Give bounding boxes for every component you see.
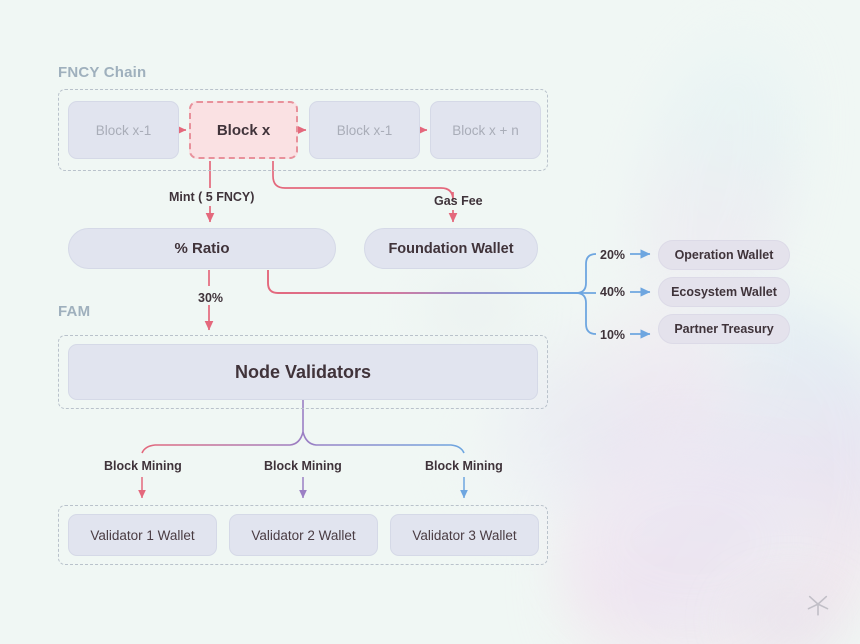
validator-1-wallet-node[interactable]: Validator 1 Wallet — [68, 514, 217, 556]
validator-2-wallet-node[interactable]: Validator 2 Wallet — [229, 514, 378, 556]
node-validators-node[interactable]: Node Validators — [68, 344, 538, 400]
fncy-chain-group — [58, 89, 548, 171]
validator-3-wallet-node[interactable]: Validator 3 Wallet — [390, 514, 539, 556]
foundation-wallet-node[interactable]: Foundation Wallet — [364, 228, 538, 269]
fam-group — [58, 335, 548, 409]
edge-caption-block-mining-2: Block Mining — [264, 459, 342, 473]
distribution-percent-ecosystem: 40% — [600, 285, 626, 299]
asterisk-logo-icon — [807, 595, 829, 616]
distribution-percent-operation: 20% — [600, 248, 626, 262]
block-node-previous[interactable]: Block x-1 — [68, 101, 179, 159]
edge-caption-gas-fee: Gas Fee — [434, 194, 483, 208]
block-node-current[interactable]: Block x — [189, 101, 298, 159]
distribution-percent-partner: 10% — [600, 328, 626, 342]
ecosystem-wallet-node[interactable]: Ecosystem Wallet — [658, 277, 790, 307]
ratio-node[interactable]: % Ratio — [68, 228, 336, 269]
edge-caption-block-mining-1: Block Mining — [104, 459, 182, 473]
section-label-fncy-chain: FNCY Chain — [58, 64, 147, 81]
operation-wallet-node[interactable]: Operation Wallet — [658, 240, 790, 270]
edge-caption-block-mining-3: Block Mining — [425, 459, 503, 473]
block-node-next[interactable]: Block x-1 — [309, 101, 420, 159]
edge-caption-mint: Mint ( 5 FNCY) — [169, 190, 255, 204]
partner-treasury-node[interactable]: Partner Treasury — [658, 314, 790, 344]
block-node-future[interactable]: Block x + n — [430, 101, 541, 159]
edge-caption-ratio-share: 30% — [198, 291, 224, 305]
validator-wallets-group — [58, 505, 548, 565]
section-label-fam: FAM — [58, 303, 91, 320]
